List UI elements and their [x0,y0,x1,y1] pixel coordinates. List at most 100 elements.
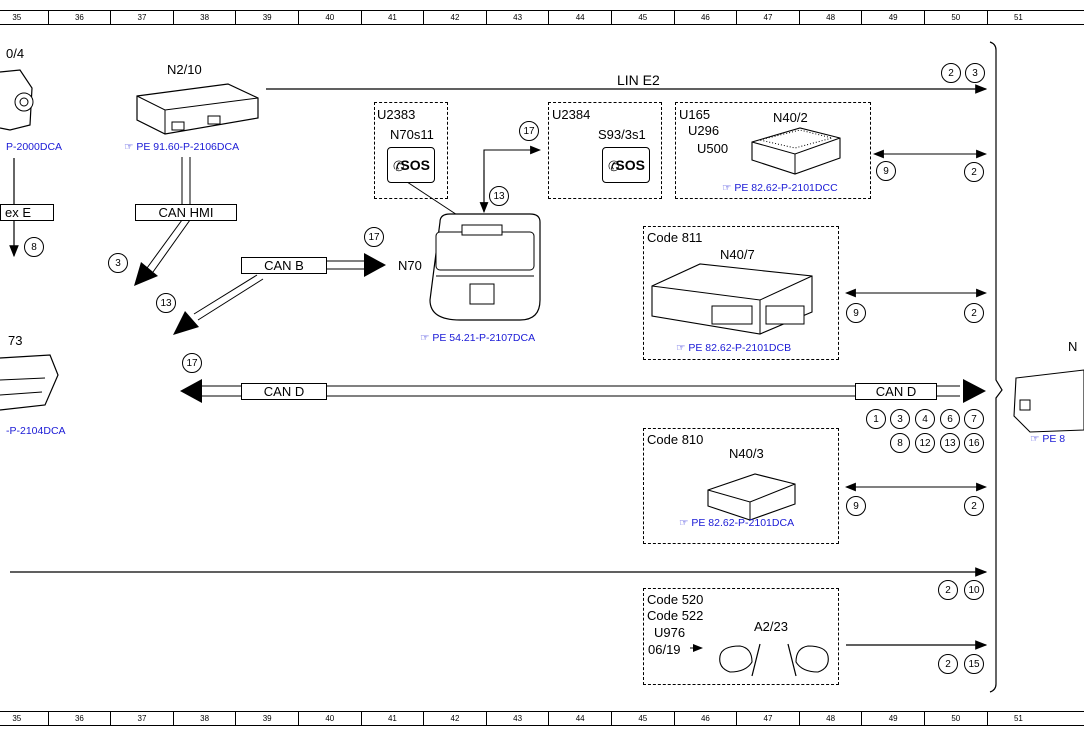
ex-e-label: ex E [0,204,54,221]
circle-2: 2 [964,162,984,182]
code-811-label: Code 811 [647,230,703,245]
u2383-label: U2383 [377,107,416,122]
grid-ruler-cell: 39 [235,712,298,725]
grid-ruler-cell: 36 [47,11,111,24]
reference-hand-icon: ☞ [420,332,433,344]
n40-3-ref[interactable]: ☞ PE 82.62-P-2101DCA [679,517,795,529]
phone-icon: ✆ [393,158,405,174]
grid-ruler-cell: 37 [110,11,173,24]
grid-ruler-cell: 43 [485,11,549,24]
circle-17: 17 [182,353,202,373]
circle-13: 13 [489,186,509,206]
partial-right-ref[interactable]: ☞ PE 8 [1030,433,1066,445]
circle-6: 6 [940,409,960,429]
grid-ruler-cell: 47 [736,11,799,24]
circle-7: 7 [964,409,984,429]
grid-ruler-cell: 36 [47,712,111,725]
date-label: 06/19 [648,642,681,657]
u2384-box [548,102,662,199]
circle-2: 2 [964,303,984,323]
can-d-label-right: CAN D [855,383,937,400]
circle-2: 2 [938,580,958,600]
circle-9: 9 [846,496,866,516]
grid-ruler-cell: 51 [986,11,1050,24]
circle-3: 3 [890,409,910,429]
grid-ruler-cell: 50 [924,712,987,725]
u296-label: U296 [688,123,720,138]
circle-16: 16 [964,433,984,453]
circle-4: 4 [915,409,935,429]
grid-ruler-cell: 40 [298,11,361,24]
n40-7-label: N40/7 [720,247,755,262]
grid-ruler-cell: 42 [423,712,486,725]
code-520-box [643,588,839,685]
circle-2: 2 [964,496,984,516]
grid-ruler-cell: 38 [172,712,236,725]
partial-mid-left-label: 73 [8,333,23,348]
grid-ruler-cell: 41 [360,712,424,725]
partial-component-right [1013,369,1084,433]
circle-10: 10 [964,580,984,600]
grid-ruler-cell: 48 [798,11,862,24]
n40-2-ref[interactable]: ☞ PE 82.62-P-2101DCC [722,182,838,194]
circle-1: 1 [866,409,886,429]
n40-7-ref[interactable]: ☞ PE 82.62-P-2101DCB [676,342,792,354]
partial-right-label: N [1068,339,1078,354]
u165-label: U165 [679,107,711,122]
grid-ruler-cell: 50 [924,11,987,24]
grid-ruler-cell: 45 [611,712,674,725]
n40-2-box [675,102,871,199]
partial-top-left-label: 0/4 [6,46,25,61]
reference-hand-icon: ☞ [679,517,692,529]
s93-label: S93/3s1 [598,127,646,142]
grid-ruler-cell: 45 [611,11,674,24]
n70-ref[interactable]: ☞ PE 54.21-P-2107DCA [420,332,536,344]
grid-ruler-cell: 41 [360,11,424,24]
grid-ruler-cell: 44 [548,11,611,24]
lin-e2-label: LIN E2 [617,72,660,88]
u2383-box [374,102,448,199]
n70-overhead-unit-drawing [429,213,541,321]
can-b-label: CAN B [241,257,327,274]
grid-ruler-cell: 37 [110,712,173,725]
phone-icon: ✆ [608,158,620,174]
circle-15: 15 [964,654,984,674]
grid-ruler-cell: 35 [0,712,48,725]
n40-7-module-drawing [651,263,813,335]
circle-17: 17 [364,227,384,247]
n70s11-label: N70s11 [390,127,434,142]
grid-ruler-cell: 49 [861,11,924,24]
reference-hand-icon: ☞ [722,182,735,194]
grid-ruler-cell: 48 [798,712,862,725]
partial-mid-left-ref: -P-2104DCA [6,425,66,437]
reference-hand-icon: ☞ [124,141,137,153]
a2-23-label: A2/23 [754,619,788,634]
code-811-box [643,226,839,360]
circle-17: 17 [519,121,539,141]
circle-8: 8 [890,433,910,453]
grid-ruler-cell: 51 [986,712,1050,725]
n40-3-amplifier-drawing [707,473,796,521]
partial-component-mid-left [0,354,59,411]
circle-13: 13 [940,433,960,453]
circle-8: 8 [24,237,44,257]
grid-ruler-cell: 46 [673,712,737,725]
grid-ruler-cell: 47 [736,712,799,725]
u2384-label: U2384 [552,107,591,122]
n2-10-ref[interactable]: ☞ PE 91.60-P-2106DCA [124,141,240,153]
circle-13: 13 [156,293,176,313]
grid-ruler-cell: 43 [485,712,549,725]
reference-hand-icon: ☞ [676,342,689,354]
n40-3-label: N40/3 [729,446,764,461]
can-hmi-label: CAN HMI [135,204,237,221]
circle-3: 3 [965,63,985,83]
n2-10-label: N2/10 [167,62,202,77]
grid-ruler-cell: 38 [172,11,236,24]
reference-hand-icon: ☞ [1030,433,1043,445]
code-522-label: Code 522 [647,608,704,623]
circle-2: 2 [938,654,958,674]
circle-9: 9 [876,161,896,181]
